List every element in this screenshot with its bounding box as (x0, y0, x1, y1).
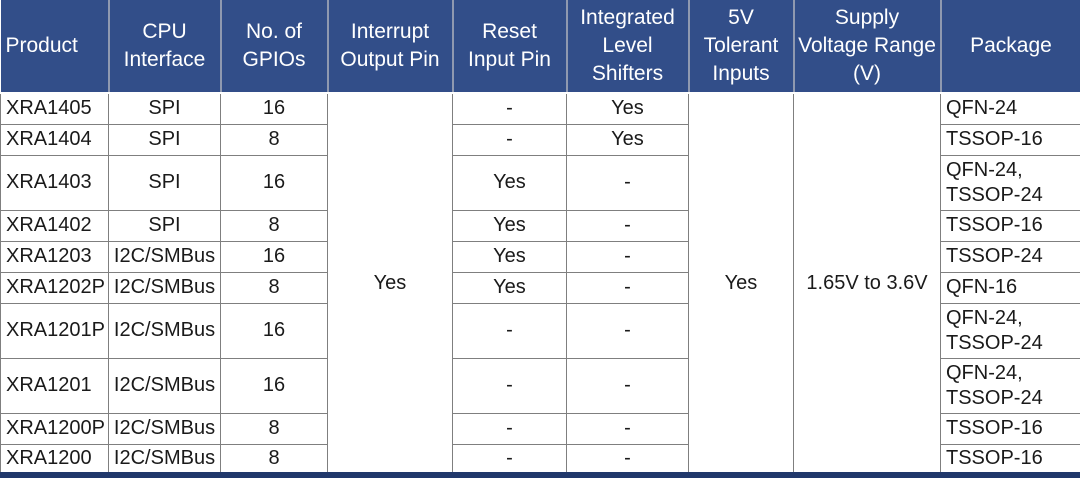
cpu-interface-cell: SPI (108, 123, 221, 156)
reset-input-pin-cell: Yes (452, 154, 567, 211)
level-shifters-cell: - (566, 271, 689, 304)
product-cell: XRA1402 (0, 209, 109, 242)
level-shifters-cell: Yes (566, 92, 689, 125)
table-row: XRA1201 I2C/SMBus 16 - - QFN-24, TSSOP-2… (0, 357, 1080, 414)
level-shifters-cell: - (566, 357, 689, 414)
cpu-interface-cell: SPI (108, 92, 221, 125)
cpu-interface-cell: I2C/SMBus (108, 240, 221, 273)
table-row: XRA1403 SPI 16 Yes - QFN-24, TSSOP-24 (0, 154, 1080, 211)
level-shifters-cell: - (566, 240, 689, 273)
package-cell: TSSOP-16 (940, 123, 1080, 156)
table-row: XRA1200P I2C/SMBus 8 - - TSSOP-16 (0, 412, 1080, 445)
reset-input-pin-cell: - (452, 92, 567, 125)
reset-input-pin-cell: - (452, 443, 567, 476)
gpios-cell: 16 (220, 240, 328, 273)
table-row: XRA1405 SPI 16 Yes - Yes Yes 1.65V to 3.… (0, 92, 1080, 476)
level-shifters-cell: - (566, 302, 689, 359)
product-cell: XRA1201 (0, 357, 109, 414)
cpu-interface-cell: SPI (108, 209, 221, 242)
package-cell: QFN-24, TSSOP-24 (940, 154, 1080, 211)
header-row: Product CPU Interface No. of GPIOs Inter… (0, 0, 1080, 94)
reset-input-pin-cell: - (452, 123, 567, 156)
reset-input-pin-cell: Yes (452, 209, 567, 242)
reset-input-pin-cell: Yes (452, 271, 567, 304)
package-cell: TSSOP-16 (940, 412, 1080, 445)
package-cell: TSSOP-16 (940, 443, 1080, 476)
product-cell: XRA1201P (0, 302, 109, 359)
package-cell: QFN-24 (940, 92, 1080, 125)
interrupt-output-pin-merged-cell: Yes (327, 92, 453, 476)
col-header-5v-tolerant-inputs: 5V Tolerant Inputs (688, 0, 795, 94)
level-shifters-cell: Yes (566, 123, 689, 156)
col-header-product: Product (0, 0, 110, 94)
gpios-cell: 16 (220, 302, 328, 359)
cpu-interface-cell: I2C/SMBus (108, 443, 221, 476)
level-shifters-cell: - (566, 412, 689, 445)
col-header-gpios: No. of GPIOs (220, 0, 329, 94)
cpu-interface-cell: SPI (108, 154, 221, 211)
table-row: XRA1203 I2C/SMBus 16 Yes - TSSOP-24 (0, 240, 1080, 273)
col-header-cpu-interface: CPU Interface (108, 0, 222, 94)
supply-voltage-range-merged-cell: 1.65V to 3.6V (793, 92, 941, 476)
table-row: XRA1201P I2C/SMBus 16 - - QFN-24, TSSOP-… (0, 302, 1080, 359)
product-cell: XRA1200P (0, 412, 109, 445)
table-row: XRA1200 I2C/SMBus 8 - - TSSOP-16 (0, 443, 1080, 476)
gpios-cell: 8 (220, 209, 328, 242)
product-cell: XRA1403 (0, 154, 109, 211)
package-cell: QFN-24, TSSOP-24 (940, 357, 1080, 414)
reset-input-pin-cell: - (452, 302, 567, 359)
col-header-supply-voltage-range: Supply Voltage Range (V) (793, 0, 942, 94)
level-shifters-cell: - (566, 209, 689, 242)
level-shifters-cell: - (566, 443, 689, 476)
reset-input-pin-cell: - (452, 412, 567, 445)
package-cell: TSSOP-16 (940, 209, 1080, 242)
product-cell: XRA1404 (0, 123, 109, 156)
package-cell: TSSOP-24 (940, 240, 1080, 273)
package-cell: QFN-24, TSSOP-24 (940, 302, 1080, 359)
level-shifters-cell: - (566, 154, 689, 211)
gpios-cell: 8 (220, 443, 328, 476)
package-cell: QFN-16 (940, 271, 1080, 304)
gpios-cell: 8 (220, 123, 328, 156)
5v-tolerant-inputs-merged-cell: Yes (688, 92, 794, 476)
reset-input-pin-cell: Yes (452, 240, 567, 273)
cpu-interface-cell: I2C/SMBus (108, 302, 221, 359)
reset-input-pin-cell: - (452, 357, 567, 414)
table-row: XRA1404 SPI 8 - Yes TSSOP-16 (0, 123, 1080, 156)
table-row: XRA1202P I2C/SMBus 8 Yes - QFN-16 (0, 271, 1080, 304)
cpu-interface-cell: I2C/SMBus (108, 412, 221, 445)
col-header-reset-input-pin: Reset Input Pin (452, 0, 568, 94)
gpios-cell: 8 (220, 412, 328, 445)
product-cell: XRA1202P (0, 271, 109, 304)
gpios-cell: 16 (220, 92, 328, 125)
col-header-integrated-level-shifters: Integrated Level Shifters (566, 0, 690, 94)
product-cell: XRA1203 (0, 240, 109, 273)
table-row: XRA1402 SPI 8 Yes - TSSOP-16 (0, 209, 1080, 242)
product-cell: XRA1200 (0, 443, 109, 476)
col-header-package: Package (940, 0, 1080, 94)
gpios-cell: 16 (220, 154, 328, 211)
cpu-interface-cell: I2C/SMBus (108, 357, 221, 414)
gpios-cell: 16 (220, 357, 328, 414)
gpios-cell: 8 (220, 271, 328, 304)
product-cell: XRA1405 (0, 92, 109, 125)
cpu-interface-cell: I2C/SMBus (108, 271, 221, 304)
col-header-interrupt-output-pin: Interrupt Output Pin (327, 0, 454, 94)
